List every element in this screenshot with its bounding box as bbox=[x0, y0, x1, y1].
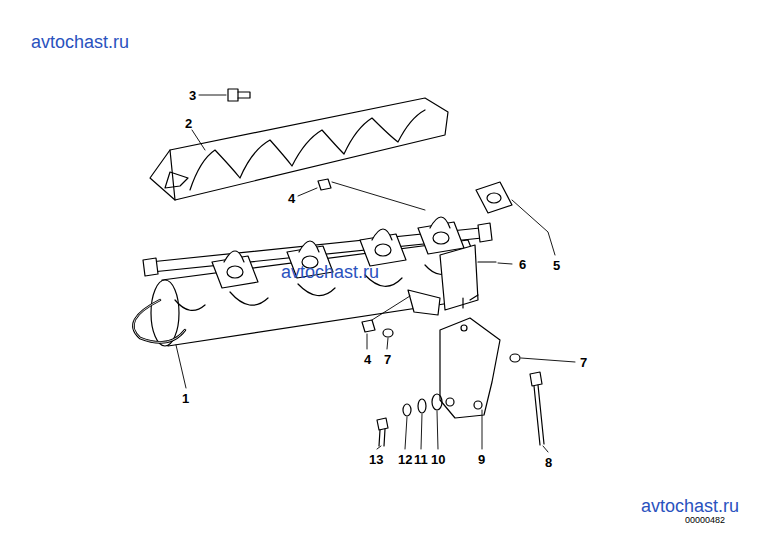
callout-number: 6 bbox=[519, 258, 526, 271]
callout-number: 3 bbox=[189, 89, 196, 102]
watermark: avtochast.ru bbox=[31, 33, 129, 51]
callout-number: 7 bbox=[580, 356, 587, 369]
callout-number: 7 bbox=[384, 353, 391, 366]
callout-number: 9 bbox=[478, 453, 485, 466]
callout-number: 10 bbox=[431, 453, 445, 466]
callout-number: 1 bbox=[182, 392, 189, 405]
watermark: avtochast.ru bbox=[281, 263, 379, 281]
callout-number: 13 bbox=[369, 453, 383, 466]
watermark: avtochast.ru bbox=[641, 497, 739, 515]
callout-number: 5 bbox=[553, 259, 560, 272]
callout-number: 2 bbox=[185, 117, 192, 130]
figure-code: 00000482 bbox=[685, 516, 725, 525]
callout-number: 4 bbox=[364, 353, 371, 366]
callout-number: 11 bbox=[414, 453, 428, 466]
callout-number: 12 bbox=[398, 453, 412, 466]
callout-number: 8 bbox=[545, 456, 552, 469]
callout-number: 4 bbox=[288, 192, 295, 205]
